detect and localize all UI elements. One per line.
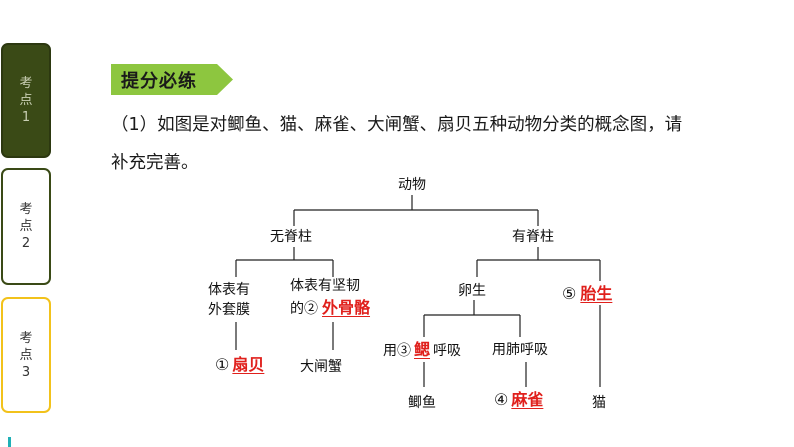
blank-2-label: 的② — [290, 301, 318, 317]
node-crab: 大闸蟹 — [300, 359, 342, 375]
answer-1: 扇贝 — [232, 355, 265, 374]
blank-1-label: ① — [215, 355, 230, 374]
tab-label-number: 3 — [21, 364, 31, 380]
question-line-1: （1）如图是对鲫鱼、猫、麻雀、大闸蟹、扇贝五种动物分类的概念图，请 — [111, 115, 683, 135]
tab-label-char2: 点 — [19, 219, 33, 234]
node-invertebrate: 无脊柱 — [270, 229, 312, 245]
answer-2: 外骨骼 — [322, 298, 371, 317]
tab-topic-1[interactable]: 考 点 1 — [1, 43, 51, 158]
tab-label-char2: 点 — [19, 347, 33, 363]
tab-label-char2: 点 — [19, 93, 33, 108]
blank-3-label: 用③ — [383, 343, 411, 359]
question-line-2: 补充完善。 — [111, 153, 199, 173]
blank-5-label: ⑤ — [562, 284, 577, 303]
corner-accent — [8, 437, 11, 447]
question-text: （1）如图是对鲫鱼、猫、麻雀、大闸蟹、扇贝五种动物分类的概念图，请 补充完善。 — [111, 106, 761, 182]
tab-label-number: 2 — [21, 236, 31, 251]
tab-label-char1: 考 — [19, 330, 33, 346]
tab-label-char1: 考 — [19, 76, 33, 91]
sidebar: 考 点 1 考 点 2 考 点 3 — [0, 0, 60, 447]
node-crucian-carp: 鲫鱼 — [408, 395, 436, 411]
gill-suffix: 呼吸 — [433, 343, 462, 359]
answer-5: 胎生 — [580, 284, 613, 303]
node-vertebrate: 有脊柱 — [512, 229, 554, 245]
answer-3: 鳃 — [414, 340, 431, 359]
tab-topic-2[interactable]: 考 点 2 — [1, 168, 51, 285]
node-exoskeleton-line1: 体表有坚韧 — [290, 278, 360, 294]
node-mantle-line2: 外套膜 — [208, 302, 250, 318]
tab-label-number: 1 — [21, 110, 31, 125]
node-mantle-line1: 体表有 — [208, 282, 250, 298]
answer-4: 麻雀 — [511, 390, 544, 409]
section-tag-label: 提分必练 — [121, 71, 197, 92]
node-oviparous: 卵生 — [458, 283, 486, 299]
blank-4-label: ④ — [494, 390, 509, 409]
node-cat: 猫 — [592, 395, 606, 411]
node-lung-breathing: 用肺呼吸 — [492, 342, 548, 358]
tag-arrow-shape — [111, 64, 233, 95]
node-animal: 动物 — [398, 177, 426, 193]
tab-topic-3[interactable]: 考 点 3 — [1, 297, 51, 413]
tab-label-char1: 考 — [19, 202, 33, 217]
section-tag: 提分必练 — [111, 64, 233, 95]
